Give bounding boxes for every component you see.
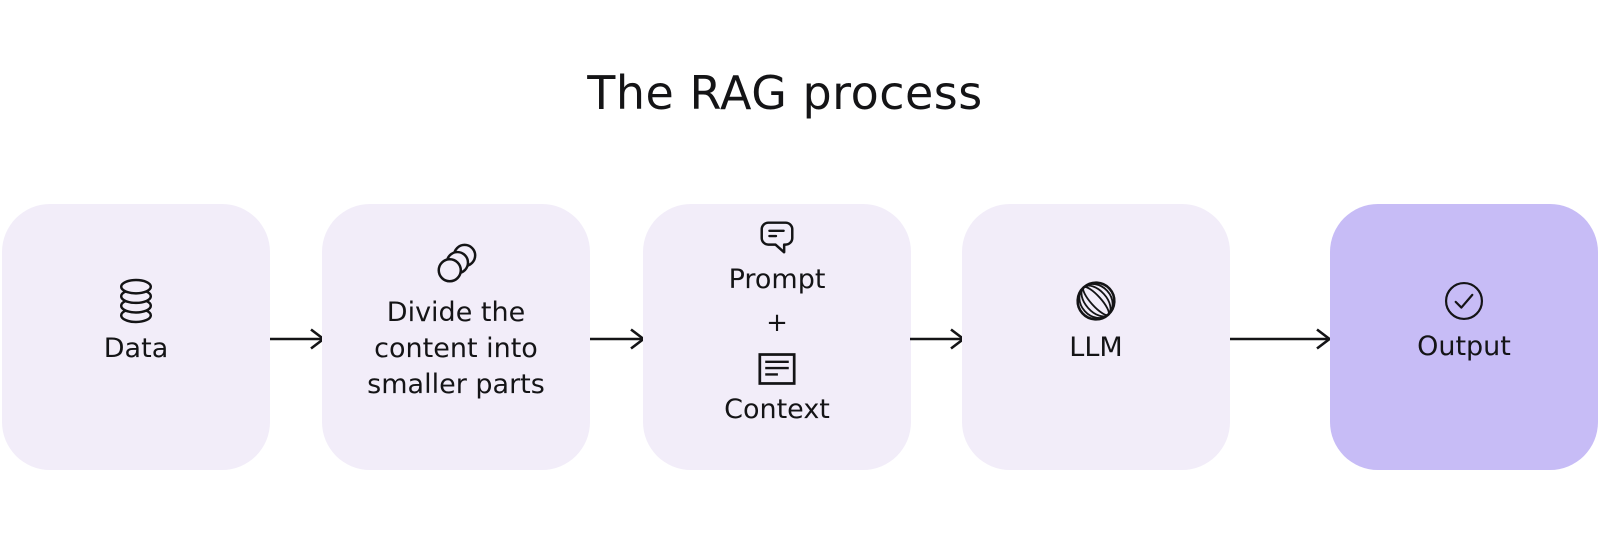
sphere-icon — [1074, 279, 1118, 323]
label-line: content into — [374, 332, 538, 364]
step-label: Output — [1417, 330, 1511, 362]
label-line: Divide the — [386, 296, 526, 328]
step-prompt-context-content: Prompt + Context — [724, 216, 830, 428]
document-icon — [755, 346, 799, 388]
step-llm-content: LLM — [1069, 279, 1123, 366]
page-title: The RAG process — [587, 66, 983, 120]
speech-bubble-icon — [754, 216, 800, 258]
context-label: Context — [724, 394, 830, 425]
label-line: smaller parts — [367, 368, 545, 400]
step-chunking-content: Divide the content into smaller parts — [367, 242, 545, 403]
flow-arrow — [910, 328, 966, 350]
step-data: Data — [2, 204, 270, 470]
step-prompt-context: Prompt + Context — [643, 204, 911, 470]
step-output: Output — [1330, 204, 1598, 470]
flow-arrow — [270, 328, 326, 350]
prompt-label: Prompt — [728, 264, 826, 295]
step-llm: LLM — [962, 204, 1230, 470]
flow-arrow — [1230, 328, 1332, 350]
database-icon — [115, 278, 157, 324]
step-label: LLM — [1069, 331, 1123, 363]
step-chunking: Divide the content into smaller parts — [322, 204, 590, 470]
chunks-icon — [433, 242, 479, 288]
plus-sign: + — [766, 308, 788, 338]
check-circle-icon — [1443, 280, 1485, 322]
step-label: Data — [103, 332, 169, 364]
step-label: Divide the content into smaller parts — [367, 295, 545, 403]
flow-arrow — [590, 328, 646, 350]
step-output-content: Output — [1417, 280, 1511, 365]
step-data-content: Data — [104, 278, 168, 367]
